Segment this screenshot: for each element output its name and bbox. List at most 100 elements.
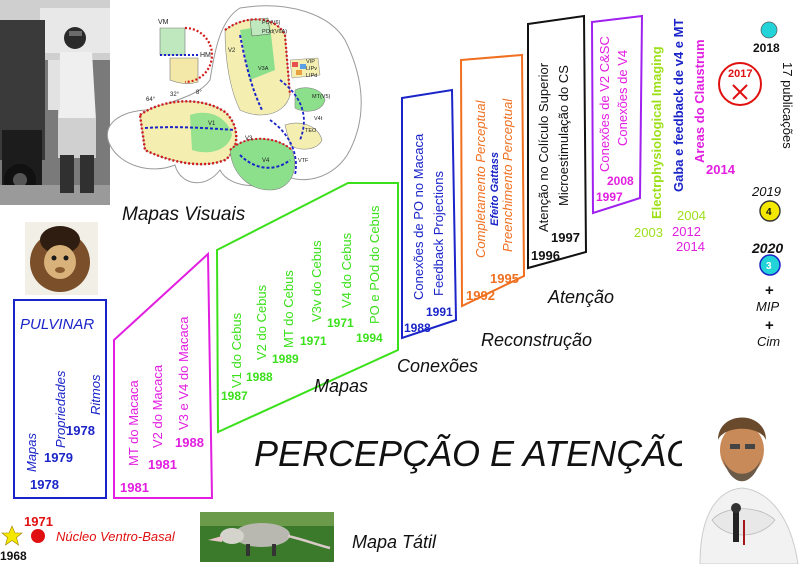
conexoes-year-1988: 1988 bbox=[404, 321, 431, 335]
main-title: PERCEPÇÃO E ATENÇÃO bbox=[254, 433, 694, 474]
macaca-v2: V2 do Macaca bbox=[150, 364, 165, 448]
macaca-v3v4: V3 e V4 do Macaca bbox=[176, 316, 191, 430]
step-reconstrucao-box bbox=[459, 53, 526, 308]
reconstrucao-gattass: Efeito Gattass bbox=[489, 152, 501, 226]
year-2017: 2017 bbox=[728, 68, 752, 80]
conexoes-po-macaca: Conexões de PO no Macaca bbox=[411, 133, 426, 300]
step-claustrum-box bbox=[590, 14, 644, 215]
count-4: 4 bbox=[766, 207, 772, 218]
photo-man-with-car bbox=[0, 0, 110, 205]
atencao-microestimulacao: Microestimulação do CS bbox=[556, 65, 571, 206]
map-label-v2: V2 bbox=[228, 48, 236, 54]
cebus-year-1971: 1971 bbox=[300, 334, 327, 348]
recent-year-2003: 2003 bbox=[634, 225, 663, 240]
step-conexoes-box bbox=[401, 88, 458, 340]
atencao-year-1997: 1997 bbox=[551, 230, 580, 245]
cebus-po: PO e POd do Cebus bbox=[367, 205, 382, 324]
map-label-deg1: 64° bbox=[146, 97, 156, 103]
step-pulvinar-box bbox=[13, 299, 107, 499]
map-label-v4: V4 bbox=[262, 158, 270, 164]
stage-label-mapa-tatil: Mapa Tátil bbox=[352, 532, 437, 552]
step-pulvinar: PULVINAR Ritmos Propriedades Mapas 1978 … bbox=[13, 299, 107, 499]
map-label-pod: POd(V6A) bbox=[262, 29, 287, 35]
stage-label-reconstrucao: Reconstrução bbox=[481, 330, 592, 350]
year-2018: 2018 bbox=[753, 41, 780, 55]
step-macaca: MT do Macaca V2 do Macaca V3 e V4 do Mac… bbox=[113, 251, 214, 499]
recent-year-2012: 2012 bbox=[672, 224, 701, 239]
map-label-teo: TEO bbox=[305, 128, 317, 134]
stage-label-mapas-visuais: Mapas Visuais bbox=[122, 204, 246, 225]
publicacoes-label: 17 publicações bbox=[780, 62, 795, 149]
cebus-v2: V2 do Cebus bbox=[254, 284, 269, 360]
map-label-v4t: V4t bbox=[314, 116, 323, 122]
macaca-mt: MT do Macaca bbox=[126, 379, 141, 466]
cebus-year-1971b: 1971 bbox=[327, 316, 354, 330]
claustrum-v2csc: Conexões de V2 C&SC bbox=[597, 36, 612, 172]
future-publications: 2017 2018 17 publicações 2019 4 2020 3 +… bbox=[718, 21, 795, 349]
map-label-lipv: LIPv bbox=[306, 66, 317, 72]
cyan-dot-icon bbox=[760, 21, 778, 39]
origin-marker: 1971 1968 Núcleo Ventro-Basal bbox=[0, 514, 176, 563]
year-2020: 2020 bbox=[751, 240, 783, 256]
cebus-mt: MT do Cebus bbox=[281, 270, 296, 348]
step-claustrum: Conexões de V2 C&SC Conexões de V4 2008 … bbox=[590, 14, 644, 215]
step-cebus-box bbox=[215, 182, 399, 434]
pulvinar-year-1979: 1979 bbox=[44, 450, 73, 465]
claustrum-year-1997: 1997 bbox=[596, 190, 623, 204]
cebus-v3v: V3v do Cebus bbox=[309, 240, 324, 322]
year-2019: 2019 bbox=[751, 184, 781, 199]
macaca-year-1981a: 1981 bbox=[120, 480, 149, 495]
step-atencao: Atenção no Colículo Superior Microestimu… bbox=[527, 14, 588, 270]
map-label-deg2: 32° bbox=[170, 92, 180, 98]
map-label-hm: HM bbox=[200, 52, 211, 59]
cebus-v1: V1 do Cebus bbox=[229, 312, 244, 388]
conexoes-feedback: Feedback Projections bbox=[431, 170, 446, 296]
map-label-po: PO(V6) bbox=[262, 20, 281, 26]
stage-label-mapas: Mapas bbox=[314, 376, 368, 396]
cebus-year-1987: 1987 bbox=[221, 389, 248, 403]
map-label-mt: MT(V5) bbox=[312, 94, 331, 100]
recent-gaba: Gaba e feedback de v4 e MT bbox=[671, 19, 686, 192]
recent-year-2014b: 2014 bbox=[706, 162, 736, 177]
star-icon bbox=[1, 525, 23, 546]
atencao-year-1996: 1996 bbox=[531, 248, 560, 263]
step-conexoes: Conexões de PO no Macaca Feedback Projec… bbox=[401, 88, 458, 340]
pulvinar-propriedades: Propriedades bbox=[53, 370, 68, 448]
stage-label-conexoes: Conexões bbox=[397, 356, 478, 376]
year-2017-circle bbox=[718, 62, 762, 106]
pulvinar-year-1978b: 1978 bbox=[30, 477, 59, 492]
cim-label: Cim bbox=[757, 334, 780, 349]
photo-capuchin-monkey bbox=[25, 222, 98, 295]
pulvinar-year-1978a: 1978 bbox=[66, 423, 95, 438]
step-cebus: V1 do Cebus V2 do Cebus MT do Cebus V3v … bbox=[215, 182, 399, 434]
visual-field-map: VM HM bbox=[158, 19, 214, 84]
reconstrucao-preenchimento: Preenchimento Perceptual bbox=[500, 98, 515, 252]
reconstrucao-year-1992: 1992 bbox=[466, 288, 495, 303]
step-macaca-box bbox=[113, 251, 214, 499]
claustrum-year-2008: 2008 bbox=[607, 174, 634, 188]
origin-label: Núcleo Ventro-Basal bbox=[56, 529, 176, 544]
map-label-lipd: LIPd bbox=[306, 73, 317, 79]
pulvinar-title: PULVINAR bbox=[20, 316, 94, 333]
count-3: 3 bbox=[766, 261, 772, 272]
cortical-flat-map: VM HM PO(V6) POd(V6A) VIP LIPv LIPd V3A … bbox=[107, 5, 362, 191]
cebus-year-1994: 1994 bbox=[356, 331, 383, 345]
reconstrucao-completamento: Completamento Perceptual bbox=[473, 99, 488, 258]
photo-opossum bbox=[200, 512, 334, 562]
map-label-deg3: 8° bbox=[196, 90, 202, 96]
map-label-vip: VIP bbox=[306, 59, 315, 65]
map-label-v1: V1 bbox=[208, 121, 216, 127]
cancel-x-icon bbox=[732, 84, 748, 100]
step-reconstrucao: Completamento Perceptual Efeito Gattass … bbox=[459, 53, 526, 308]
recent-year-2004: 2004 bbox=[677, 208, 706, 223]
conexoes-year-1991: 1991 bbox=[426, 305, 453, 319]
recent-claustrum: Areas do Claustrum bbox=[692, 39, 707, 163]
red-dot-icon bbox=[31, 529, 45, 543]
map-label-vm: VM bbox=[158, 19, 169, 26]
map-label-v3: V3 bbox=[245, 136, 253, 142]
macaca-year-1988: 1988 bbox=[175, 435, 204, 450]
mip-label: MIP bbox=[756, 299, 779, 314]
recent-electro: Electrphysiological Imaging bbox=[649, 46, 664, 219]
